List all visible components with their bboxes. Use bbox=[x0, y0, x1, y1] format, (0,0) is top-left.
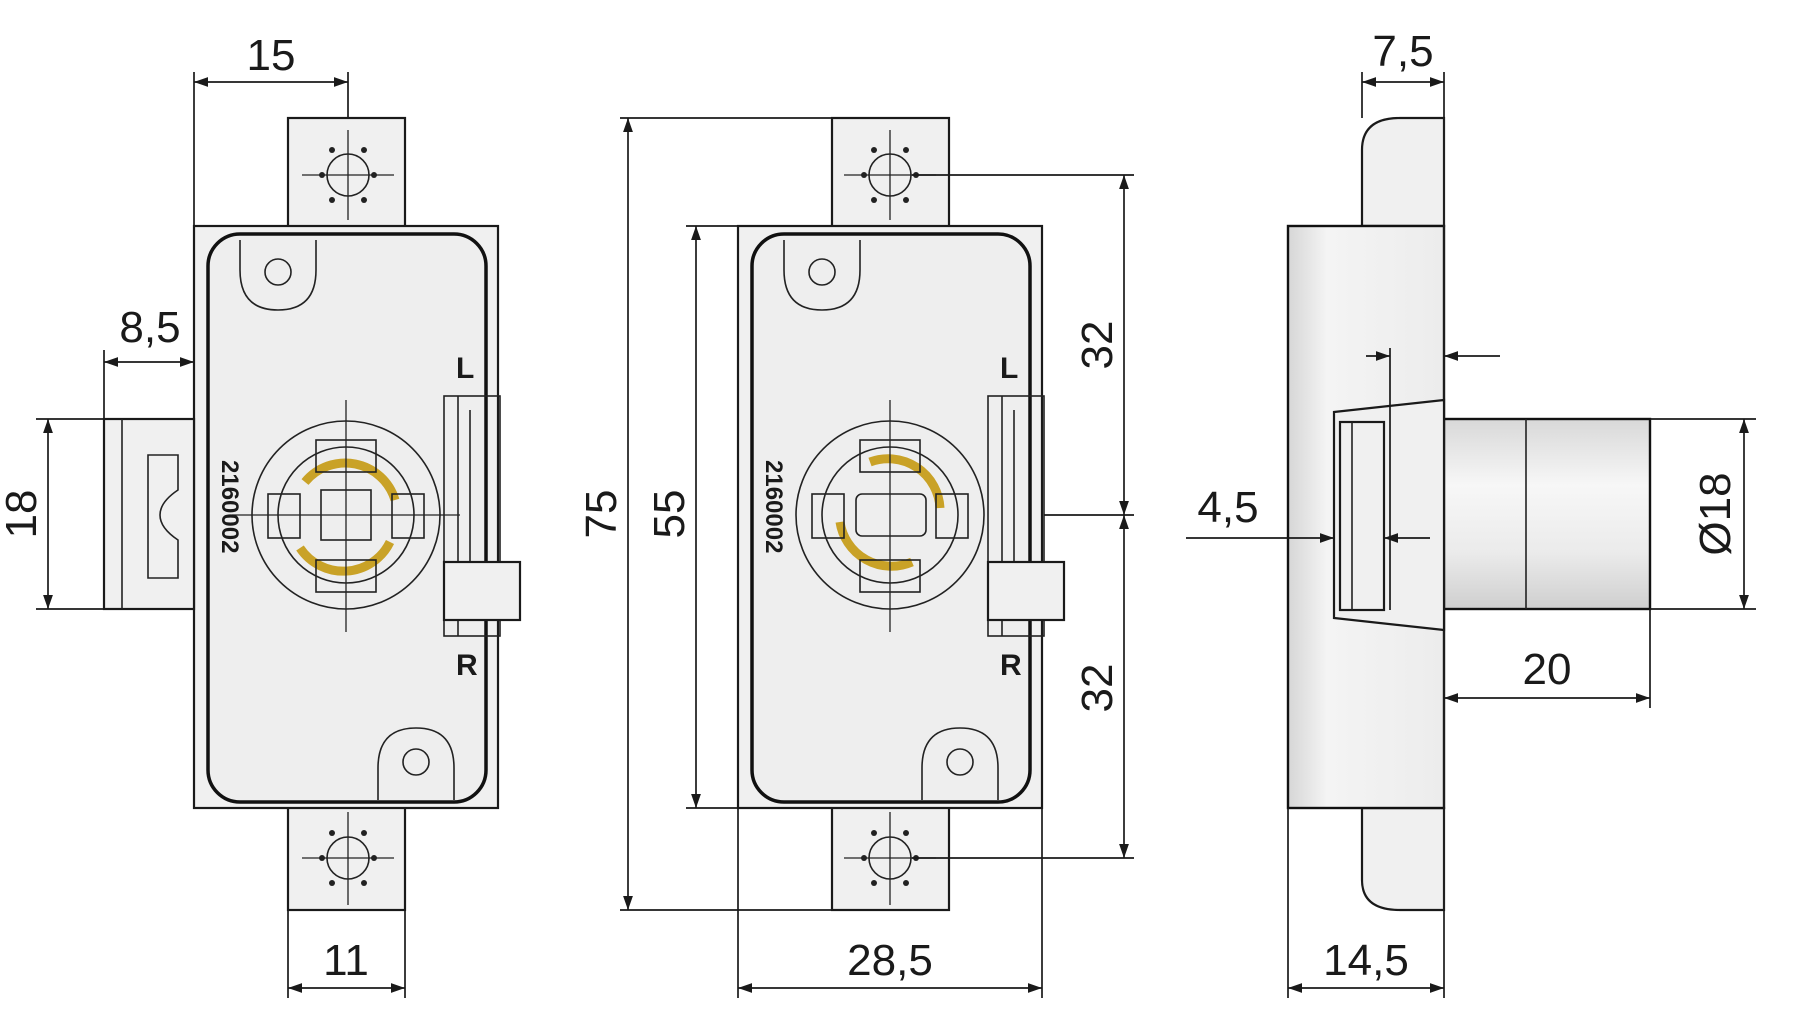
front-view-middle: L R 2160002 75 55 32 32 28,5 bbox=[577, 116, 1134, 998]
dim-width-top: 15 bbox=[247, 31, 296, 80]
screw-hole-top bbox=[808, 258, 836, 286]
side-view: 7,5 4,5 Ø18 20 14,5 bbox=[1186, 27, 1756, 998]
tab-hole-top bbox=[302, 130, 394, 220]
left-mark: L bbox=[456, 352, 474, 385]
lock-body bbox=[206, 232, 488, 804]
dim-depth: 14,5 bbox=[1323, 936, 1409, 985]
dim-tab-width: 11 bbox=[323, 936, 369, 985]
dim-cylinder-diameter: Ø18 bbox=[1691, 472, 1740, 555]
bolt-slot-right bbox=[442, 395, 522, 637]
dim-bolt-height: 18 bbox=[0, 490, 46, 539]
cylinder bbox=[1442, 417, 1652, 611]
screw-lug-bottom bbox=[921, 727, 999, 800]
dim-hole-top: 32 bbox=[1073, 321, 1122, 370]
tab-hole-bottom bbox=[302, 812, 394, 905]
screw-hole-top bbox=[264, 258, 292, 286]
screw-lug-top bbox=[783, 240, 861, 311]
side-bolt bbox=[102, 417, 196, 611]
bolt-slot-right bbox=[986, 395, 1066, 637]
cylinder-rose bbox=[232, 400, 460, 632]
dim-overall-height: 75 bbox=[577, 490, 626, 539]
screw-lug-top bbox=[239, 240, 317, 311]
dim-hole-bottom: 32 bbox=[1073, 664, 1122, 713]
top-mounting-tab bbox=[286, 116, 407, 230]
flange-top bbox=[1360, 116, 1446, 228]
cylinder-rose bbox=[795, 400, 985, 632]
right-mark: R bbox=[456, 649, 478, 682]
dim-flange: 7,5 bbox=[1372, 27, 1433, 76]
flange-bottom bbox=[1360, 806, 1446, 912]
dim-body-width: 28,5 bbox=[847, 936, 933, 985]
dim-cylinder-length: 20 bbox=[1523, 645, 1572, 694]
tab-hole-bottom bbox=[844, 812, 936, 905]
dim-bolt-projection: 8,5 bbox=[119, 303, 180, 352]
left-mark: L bbox=[1000, 352, 1018, 385]
dim-bolt-thickness: 4,5 bbox=[1197, 483, 1258, 532]
bottom-mounting-tab bbox=[286, 798, 407, 912]
lock-body bbox=[750, 232, 1032, 804]
front-view-left: L R 2160002 15 8,5 18 11 bbox=[0, 31, 522, 998]
part-number: 2160002 bbox=[216, 460, 243, 553]
right-mark: R bbox=[1000, 649, 1022, 682]
part-number: 2160002 bbox=[760, 460, 787, 553]
dim-body-height: 55 bbox=[645, 490, 694, 539]
screw-hole-bottom bbox=[402, 748, 430, 776]
screw-lug-bottom bbox=[377, 727, 455, 800]
screw-hole-bottom bbox=[946, 748, 974, 776]
